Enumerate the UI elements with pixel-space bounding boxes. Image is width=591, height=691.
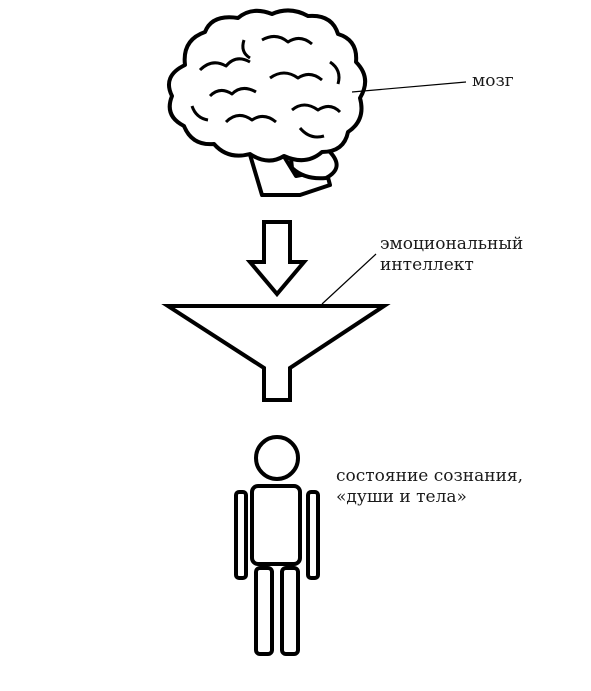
person-right-arm — [306, 490, 320, 580]
person-left-leg — [254, 566, 274, 656]
person-right-leg — [280, 566, 300, 656]
emotional-intelligence-label-line2: интеллект — [380, 255, 474, 275]
state-of-consciousness-label: состояние сознания, «души и тела» — [336, 466, 523, 508]
arrow-down-icon — [245, 220, 309, 298]
person-icon — [234, 435, 320, 656]
brain-icon — [167, 8, 368, 197]
emotional-intelligence-label-line1: эмоциональный — [380, 234, 524, 254]
person-left-arm — [234, 490, 248, 580]
ei-pointer-line — [321, 253, 377, 305]
state-of-consciousness-label-line2: «души и тела» — [336, 487, 467, 507]
brain-label: мозг — [472, 71, 514, 91]
brain-pointer-line — [351, 81, 467, 93]
state-of-consciousness-label-line1: состояние сознания, — [336, 466, 524, 486]
funnel-icon — [161, 304, 391, 402]
person-head — [254, 435, 300, 481]
person-torso — [250, 484, 302, 566]
emotional-intelligence-label: эмоциональный интеллект — [380, 234, 523, 276]
